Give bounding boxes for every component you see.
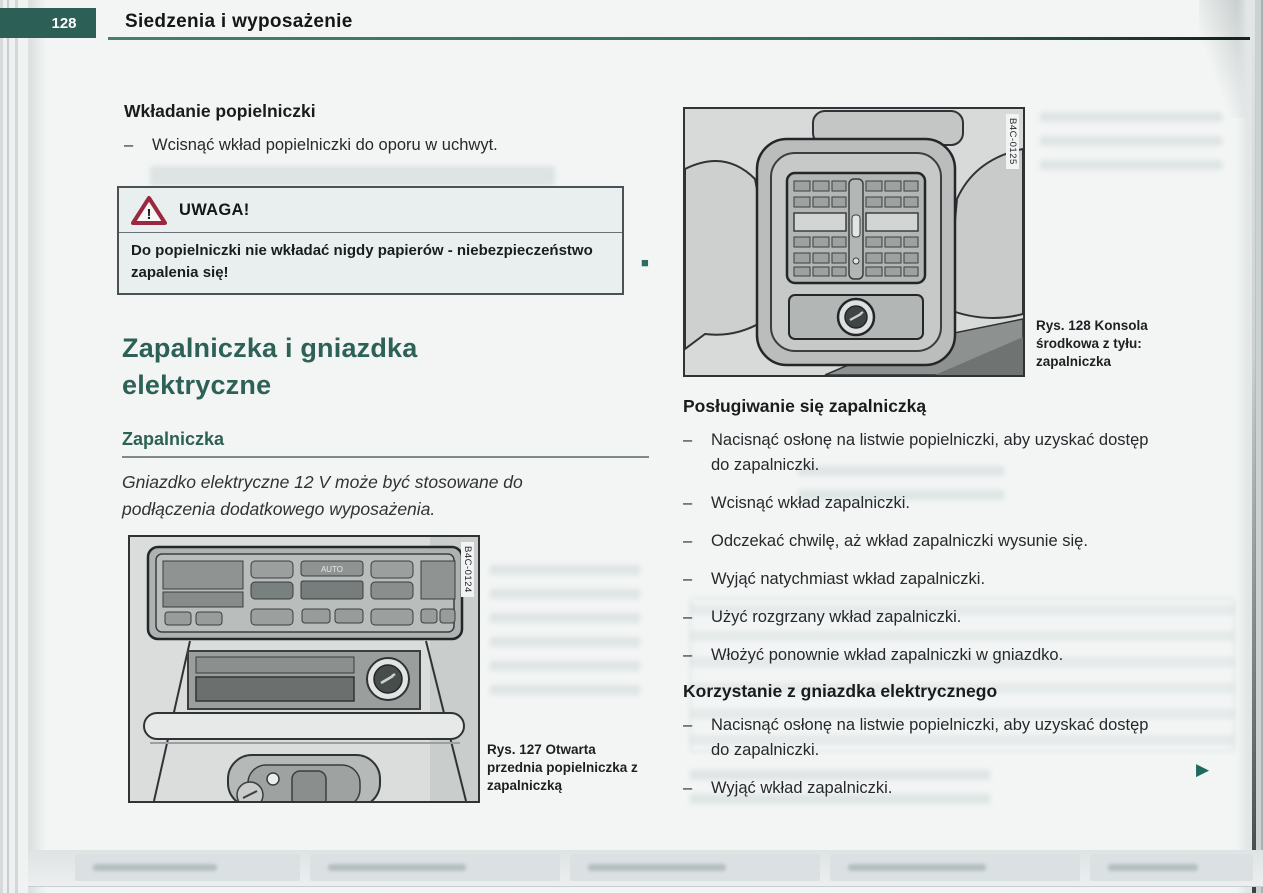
figure-128: B4C-0125 (683, 107, 1025, 377)
list-item: – Wyjąć natychmiast wkład zapalniczki. (683, 567, 1161, 592)
list-item-text: Wyjąć wkład zapalniczki. (711, 779, 893, 797)
bullet-dash: – (124, 136, 134, 154)
subsection-rule (122, 456, 649, 458)
bleedthrough-text (490, 565, 640, 705)
warning-header: ! UWAGA! (119, 188, 622, 233)
list-item: – Nacisnąć osłonę na listwie popielniczk… (683, 428, 1161, 478)
section-heading-using-socket: Korzystanie z gniazdka elektrycznego (683, 681, 998, 701)
figure-127-caption: Rys. 127 Otwarta przednia popielniczka z… (487, 742, 638, 793)
cigarette-glyph (849, 311, 864, 321)
list-item: – Wcisnąć wkład popielniczki do oporu w … (124, 133, 644, 158)
chapter-header-title: Siedzenia i wyposażenie (125, 11, 353, 32)
list-item: – Odczekać chwilę, aż wkład zapalniczki … (683, 529, 1161, 554)
section-inserting-ashtray: Wkładanie popielniczki – Wcisnąć wkład p… (124, 101, 644, 171)
ghost-tab (310, 854, 560, 881)
warning-box: ! UWAGA! Do popielniczki nie wkładać nig… (117, 186, 624, 295)
page-edge-shadow (1237, 0, 1263, 893)
warning-body: Do popielniczki nie wkładać nigdy papier… (131, 242, 593, 281)
list-item-text: Wyjąć natychmiast wkład zapalniczki. (711, 570, 986, 588)
figure-code-label: B4C-0124 (461, 542, 474, 597)
bullet-dash: – (683, 608, 693, 626)
list-item: – Wcisnąć wkład zapalniczki. (683, 491, 1161, 516)
list-item-text: Użyć rozgrzany wkład zapalniczki. (711, 608, 962, 626)
list-item-text: Wcisnąć wkład popielniczki do oporu w uc… (152, 136, 498, 154)
intro-paragraph: Gniazdko elektryczne 12 V może być stoso… (122, 472, 523, 519)
section-heading-using-lighter: Posługiwanie się zapalniczką (683, 396, 927, 416)
chapter-title: Zapalniczka i gniazdka elektryczne (122, 333, 418, 400)
bullet-dash: – (683, 779, 693, 797)
list-item-text: Nacisnąć osłonę na listwie popielniczki,… (711, 431, 1149, 474)
list-item-text: Odczekać chwilę, aż wkład zapalniczki wy… (711, 532, 1088, 550)
ghost-tab (1090, 854, 1253, 881)
page-number-badge: 128 (0, 8, 96, 38)
bullet-dash: – (683, 716, 693, 734)
list-item: – Użyć rozgrzany wkład zapalniczki. (683, 605, 1161, 630)
figure-127-drawing: AUTO (130, 537, 478, 801)
list-item: – Nacisnąć osłonę na listwie popielniczk… (683, 713, 1161, 763)
section-end-marker: ■ (641, 255, 649, 270)
ghost-tab (75, 854, 300, 881)
list-item-text: Nacisnąć osłonę na listwie popielniczki,… (711, 716, 1149, 759)
cigarette-glyph (380, 672, 396, 685)
list-item: – Włożyć ponownie wkład zapalniczki w gn… (683, 643, 1161, 668)
subsection-heading-lighter: Zapalniczka (122, 429, 225, 449)
bullet-dash: – (683, 532, 693, 550)
list-item-text: Wcisnąć wkład zapalniczki. (711, 494, 910, 512)
bullet-dash: – (683, 570, 693, 588)
bullet-dash: – (683, 494, 693, 512)
ghost-tab (830, 854, 1080, 881)
section-heading: Wkładanie popielniczki (124, 101, 316, 121)
continue-arrow-icon: ▶ (1196, 760, 1210, 779)
warning-title: UWAGA! (179, 201, 250, 219)
warning-triangle-icon: ! (131, 196, 167, 225)
ghost-tab (570, 854, 820, 881)
list-item: – Wyjąć wkład zapalniczki. (683, 776, 1161, 801)
right-column: Posługiwanie się zapalniczką – Nacisnąć … (683, 396, 1188, 814)
right-vent-slider (865, 212, 919, 232)
svg-text:AUTO: AUTO (321, 565, 343, 574)
header-rule (108, 37, 1250, 40)
bullet-dash: – (683, 431, 693, 449)
figure-128-drawing (685, 109, 1023, 375)
bottom-bleedthrough-band (28, 850, 1263, 887)
figure-127: AUTO (128, 535, 480, 803)
bleedthrough-text (1040, 112, 1222, 176)
svg-text:!: ! (147, 206, 152, 223)
page-number: 128 (51, 14, 77, 32)
page-edge-dark-strip (1252, 0, 1256, 893)
figure-128-caption: Rys. 128 Konsola środkowa z tyłu: zapaln… (1036, 318, 1148, 369)
book-spine-shadow (0, 0, 46, 893)
list-item-text: Włożyć ponownie wkład zapalniczki w gnia… (711, 646, 1064, 664)
bullet-dash: – (683, 646, 693, 664)
figure-code-label: B4C-0125 (1006, 114, 1019, 169)
left-vent-slider (793, 212, 847, 232)
